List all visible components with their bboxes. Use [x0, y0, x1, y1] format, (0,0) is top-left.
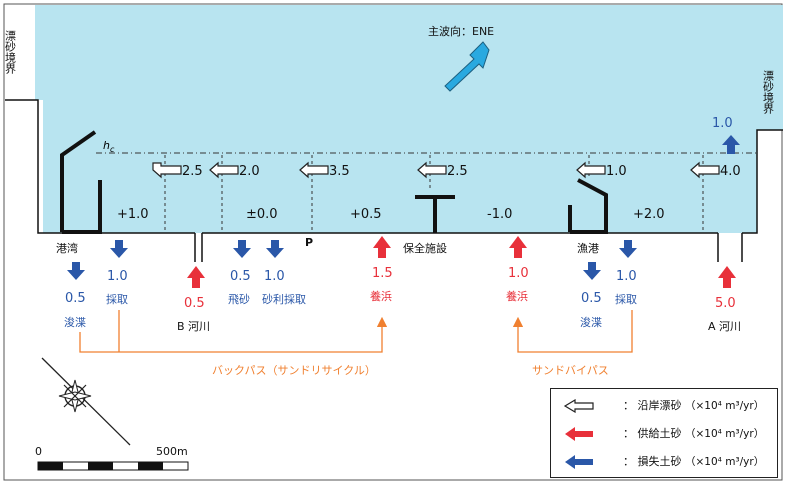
cell-balance: +2.0: [633, 207, 665, 222]
white-arrow-icon: [563, 399, 594, 413]
river-a-value: 5.0: [715, 296, 736, 311]
hc-label: hc: [103, 139, 115, 154]
blue-arrow-icon: [565, 455, 593, 469]
fishing-dredge-value: 0.5: [581, 291, 602, 306]
port-jetty: [62, 180, 102, 234]
loss-arrow-icon: [619, 240, 637, 258]
legend-unit: （×10⁴ m³/yr）: [685, 456, 765, 468]
longshore-arrow-icon: [690, 161, 720, 179]
longshore-value: 2.0: [239, 164, 260, 179]
legend: ： 沿岸漂砂 （×10⁴ m³/yr） ： 供給土砂 （×10⁴ m³/yr） …: [550, 388, 778, 478]
longshore-arrow-icon: [576, 161, 606, 179]
port-dredge-value: 0.5: [65, 291, 86, 306]
longshore-arrow-icon: [417, 161, 447, 179]
legend-unit: （×10⁴ m³/yr）: [685, 428, 765, 440]
supply-arrow-icon: [509, 236, 527, 258]
port-mining-value: 1.0: [107, 269, 128, 284]
longshore-value: 2.5: [447, 164, 468, 179]
supply-arrow-icon: [187, 266, 205, 288]
back-pass-path: [79, 310, 388, 353]
nourish-left-value: 1.5: [372, 266, 393, 281]
port-label: 港湾: [56, 241, 78, 255]
longshore-arrow-icon: [209, 161, 239, 179]
river-b-value: 0.5: [184, 296, 205, 311]
legend-row-supply: ： 供給土砂 （×10⁴ m³/yr）: [551, 421, 777, 447]
river-a-label: A 河川: [708, 320, 741, 333]
legend-row-loss: ： 損失土砂 （×10⁴ m³/yr）: [551, 449, 777, 475]
legend-text: ： 損失土砂: [623, 455, 682, 468]
longshore-value: 4.0: [720, 164, 741, 179]
scale-start: 0: [35, 445, 42, 458]
supply-arrows: [187, 236, 736, 288]
port-mining-label: 採取: [106, 292, 128, 306]
cell-balance: -1.0: [487, 207, 512, 222]
legend-text: ： 沿岸漂砂: [623, 399, 682, 412]
nourish-right-label: 養浜: [506, 289, 528, 303]
cell-balance: +0.5: [350, 207, 382, 222]
cell-balance: ±0.0: [246, 207, 278, 222]
fishing-dredge-label: 浚渫: [580, 315, 602, 329]
shoreline-right: [742, 129, 783, 234]
longshore-value: 2.5: [182, 164, 203, 179]
right-boundary-label: 漂砂境界: [762, 70, 775, 115]
longshore-value: 3.5: [329, 164, 350, 179]
longshore-arrow-icon: [152, 162, 182, 179]
sea-area: [5, 5, 783, 233]
sand-bypass-label: サンドバイパス: [532, 364, 609, 377]
scale-bar: [37, 461, 189, 471]
p-label: P: [305, 236, 313, 249]
fishing-port-breakwater: [570, 178, 608, 234]
red-arrow-icon: [565, 427, 593, 441]
wind-blown-label: 飛砂: [228, 293, 250, 306]
legend-text: ： 供給土砂: [623, 427, 682, 440]
wind-blown-value: 0.5: [230, 269, 251, 284]
loss-arrow-icon: [266, 240, 284, 258]
shoreline-left: [5, 99, 195, 234]
loss-arrow-icon: [67, 262, 85, 280]
legend-unit: （×10⁴ m³/yr）: [685, 400, 765, 412]
wave-direction-icon: [444, 41, 490, 92]
cell-balance: +1.0: [117, 207, 149, 222]
back-pass-label: バックパス（サンドリサイクル）: [212, 364, 376, 377]
sand-bypass-path: [512, 310, 633, 353]
gravel-mining-value: 1.0: [264, 269, 285, 284]
gravel-mining-label: 砂利採取: [262, 292, 306, 306]
facility-label: 保全施設: [403, 241, 447, 255]
port-dredge-label: 浚渫: [64, 315, 86, 329]
loss-arrow-icon: [722, 135, 740, 154]
supply-arrow-icon: [373, 236, 391, 258]
fishing-mining-label: 採取: [615, 292, 637, 306]
loss-arrow-icon: [233, 240, 251, 258]
longshore-arrow-icon: [299, 161, 329, 179]
port-breakwater: [60, 130, 97, 232]
nourish-left-label: 養浜: [370, 289, 392, 303]
left-land: [5, 5, 35, 100]
fishing-port-label: 漁港: [577, 241, 599, 255]
longshore-arrows: [152, 161, 720, 179]
loss-arrow-icon: [583, 262, 601, 280]
longshore-value: 1.0: [606, 164, 627, 179]
left-boundary-label: 漂砂境界: [4, 30, 17, 75]
offshore-loss-value: 1.0: [712, 116, 733, 131]
supply-arrow-icon: [718, 266, 736, 288]
left-land-lower: [5, 100, 43, 233]
loss-arrow-icon: [110, 240, 128, 258]
north-arrow-icon: [41, 357, 131, 446]
loss-arrows: [67, 240, 637, 280]
wave-label: 主波向：ENE: [428, 24, 494, 38]
river-b-label: B 河川: [177, 320, 210, 333]
nourish-right-value: 1.0: [508, 266, 529, 281]
legend-row-longshore: ： 沿岸漂砂 （×10⁴ m³/yr）: [551, 393, 777, 419]
scale-end: 500m: [156, 445, 188, 458]
fishing-mining-value: 1.0: [616, 269, 637, 284]
